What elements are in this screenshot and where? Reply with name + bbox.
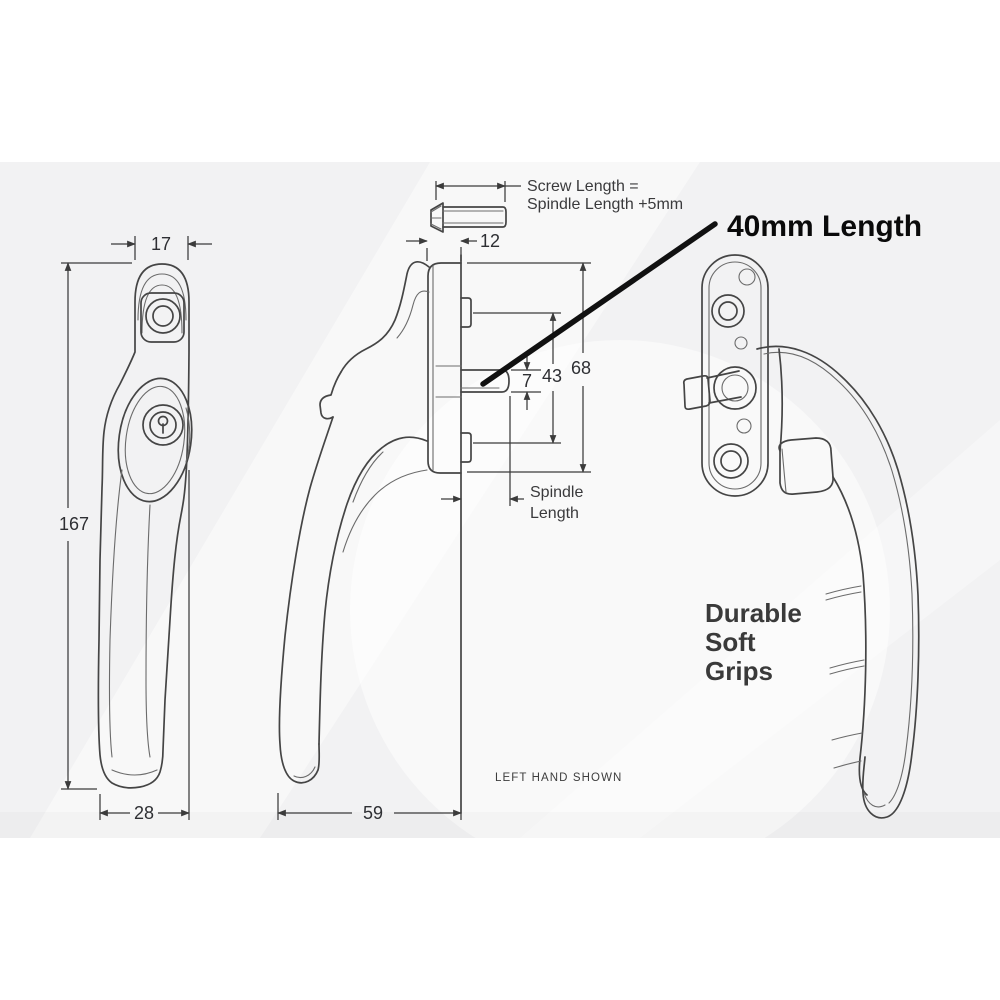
callout-40mm: 40mm Length bbox=[480, 210, 922, 387]
left-hand-shown-note: LEFT HAND SHOWN bbox=[495, 772, 622, 784]
dimension-167: 167 bbox=[59, 262, 132, 790]
spindle-inner-lines bbox=[435, 365, 500, 398]
persp-hole-top bbox=[738, 268, 756, 286]
lock-cylinder bbox=[142, 404, 184, 446]
persp-spindle-sides bbox=[706, 370, 742, 404]
dim-59-label: 59 bbox=[363, 803, 383, 823]
spindle-length-label-2: Length bbox=[530, 505, 579, 522]
background-streak bbox=[30, 162, 700, 838]
callout-leader-line bbox=[480, 221, 718, 387]
side-neck-echo bbox=[396, 290, 430, 339]
persp-backplate-inner bbox=[708, 261, 762, 490]
side-grip-back-edge bbox=[318, 436, 428, 745]
persp-hole-mid-bottom bbox=[736, 418, 752, 434]
grip-segment-line-1 bbox=[825, 585, 862, 601]
screw-note-line1: Screw Length = bbox=[527, 178, 639, 195]
screw-head bbox=[430, 202, 444, 233]
persp-spindle-hub-inner bbox=[721, 374, 749, 402]
front-boss-circle-inner bbox=[152, 305, 174, 327]
screw-shaft bbox=[442, 206, 507, 228]
persp-push-button-inner bbox=[781, 448, 787, 493]
front-boss bbox=[140, 292, 185, 343]
dim-12-label: 12 bbox=[480, 231, 500, 251]
side-grip-inner-2 bbox=[352, 451, 384, 503]
persp-neck-front bbox=[778, 348, 783, 452]
grip-segment-line-3 bbox=[831, 732, 863, 741]
grip-segment-line-2 bbox=[829, 659, 865, 675]
dim-167-label: 167 bbox=[59, 514, 89, 534]
side-view: Screw Length = Spindle Length +5mm 12 bbox=[277, 178, 683, 823]
front-boss-circle bbox=[145, 298, 181, 334]
background-circle bbox=[350, 340, 890, 880]
persp-grip-bottom-inner bbox=[863, 792, 886, 808]
persp-handle-outer bbox=[756, 345, 920, 819]
front-side-curve bbox=[185, 407, 191, 463]
dimension-spindle-length: Spindle Length bbox=[441, 396, 583, 522]
front-view bbox=[97, 263, 193, 789]
grip-note-line2: Soft bbox=[705, 627, 756, 657]
persp-spindle-end-face bbox=[682, 374, 711, 411]
front-head-arc-2 bbox=[141, 284, 183, 334]
dim-28-label: 28 bbox=[134, 803, 154, 823]
side-grip-front-edge bbox=[278, 416, 334, 784]
persp-hole-mid-top bbox=[734, 336, 748, 350]
perspective-view bbox=[682, 254, 920, 819]
side-neck-outer bbox=[340, 260, 430, 373]
grip-note: Durable Soft Grips bbox=[705, 598, 802, 686]
dim-7-label: 7 bbox=[522, 371, 532, 391]
lock-cylinder-inner bbox=[149, 411, 177, 439]
dimension-screw-length: Screw Length = Spindle Length +5mm bbox=[435, 178, 683, 213]
front-escutcheon-inner bbox=[124, 385, 186, 495]
persp-grip-inner-edge bbox=[832, 476, 868, 796]
dim-17-extensions bbox=[134, 236, 189, 260]
front-grip-line-2 bbox=[108, 469, 123, 758]
side-grip-inner-1 bbox=[342, 469, 428, 553]
front-grip-bottom bbox=[111, 769, 158, 776]
persp-spindle-hub bbox=[713, 366, 757, 410]
persp-handle-outer-echo bbox=[763, 351, 914, 804]
dim-17-label: 17 bbox=[151, 234, 171, 254]
screw-lug-top bbox=[460, 297, 472, 328]
spindle-length-label-1: Spindle bbox=[530, 484, 583, 501]
dimension-7: 7 bbox=[511, 352, 541, 410]
grip-segment-line-4 bbox=[833, 760, 862, 769]
dim-43-label: 43 bbox=[542, 366, 562, 386]
screw-shaft-inner bbox=[442, 210, 504, 224]
persp-screw-boss-top-inner bbox=[718, 301, 738, 321]
persp-screw-boss-bottom bbox=[713, 443, 749, 479]
dim-43-extensions bbox=[473, 312, 561, 444]
dimension-17: 17 bbox=[111, 234, 212, 260]
screw-detail bbox=[430, 202, 507, 233]
front-grip-line bbox=[145, 504, 151, 758]
front-head-arc bbox=[137, 273, 187, 321]
dimension-28: 28 bbox=[99, 470, 190, 823]
grip-note-line3: Grips bbox=[705, 656, 773, 686]
persp-screw-boss-bottom-inner bbox=[720, 450, 742, 472]
screw-note-line2: Spindle Length +5mm bbox=[527, 196, 683, 213]
side-grip-bottom-inner bbox=[293, 766, 316, 779]
dimension-59: 59 bbox=[277, 793, 462, 823]
dimension-68: 68 bbox=[467, 262, 591, 473]
dim-68-label: 68 bbox=[571, 358, 591, 378]
front-escutcheon bbox=[117, 377, 193, 503]
screw-lug-bottom bbox=[460, 432, 472, 463]
callout-label: 40mm Length bbox=[727, 210, 922, 243]
grip-note-line1: Durable bbox=[705, 598, 802, 628]
front-outline bbox=[97, 263, 190, 789]
screw-countersink-lines bbox=[430, 205, 442, 230]
side-push-button bbox=[319, 371, 342, 420]
side-handle bbox=[278, 260, 430, 784]
persp-screw-boss-top bbox=[711, 294, 745, 328]
background-swoosh bbox=[0, 162, 1000, 880]
side-backplate bbox=[427, 262, 462, 474]
dim-68-extensions bbox=[467, 262, 591, 473]
dimension-43: 43 bbox=[473, 312, 562, 444]
